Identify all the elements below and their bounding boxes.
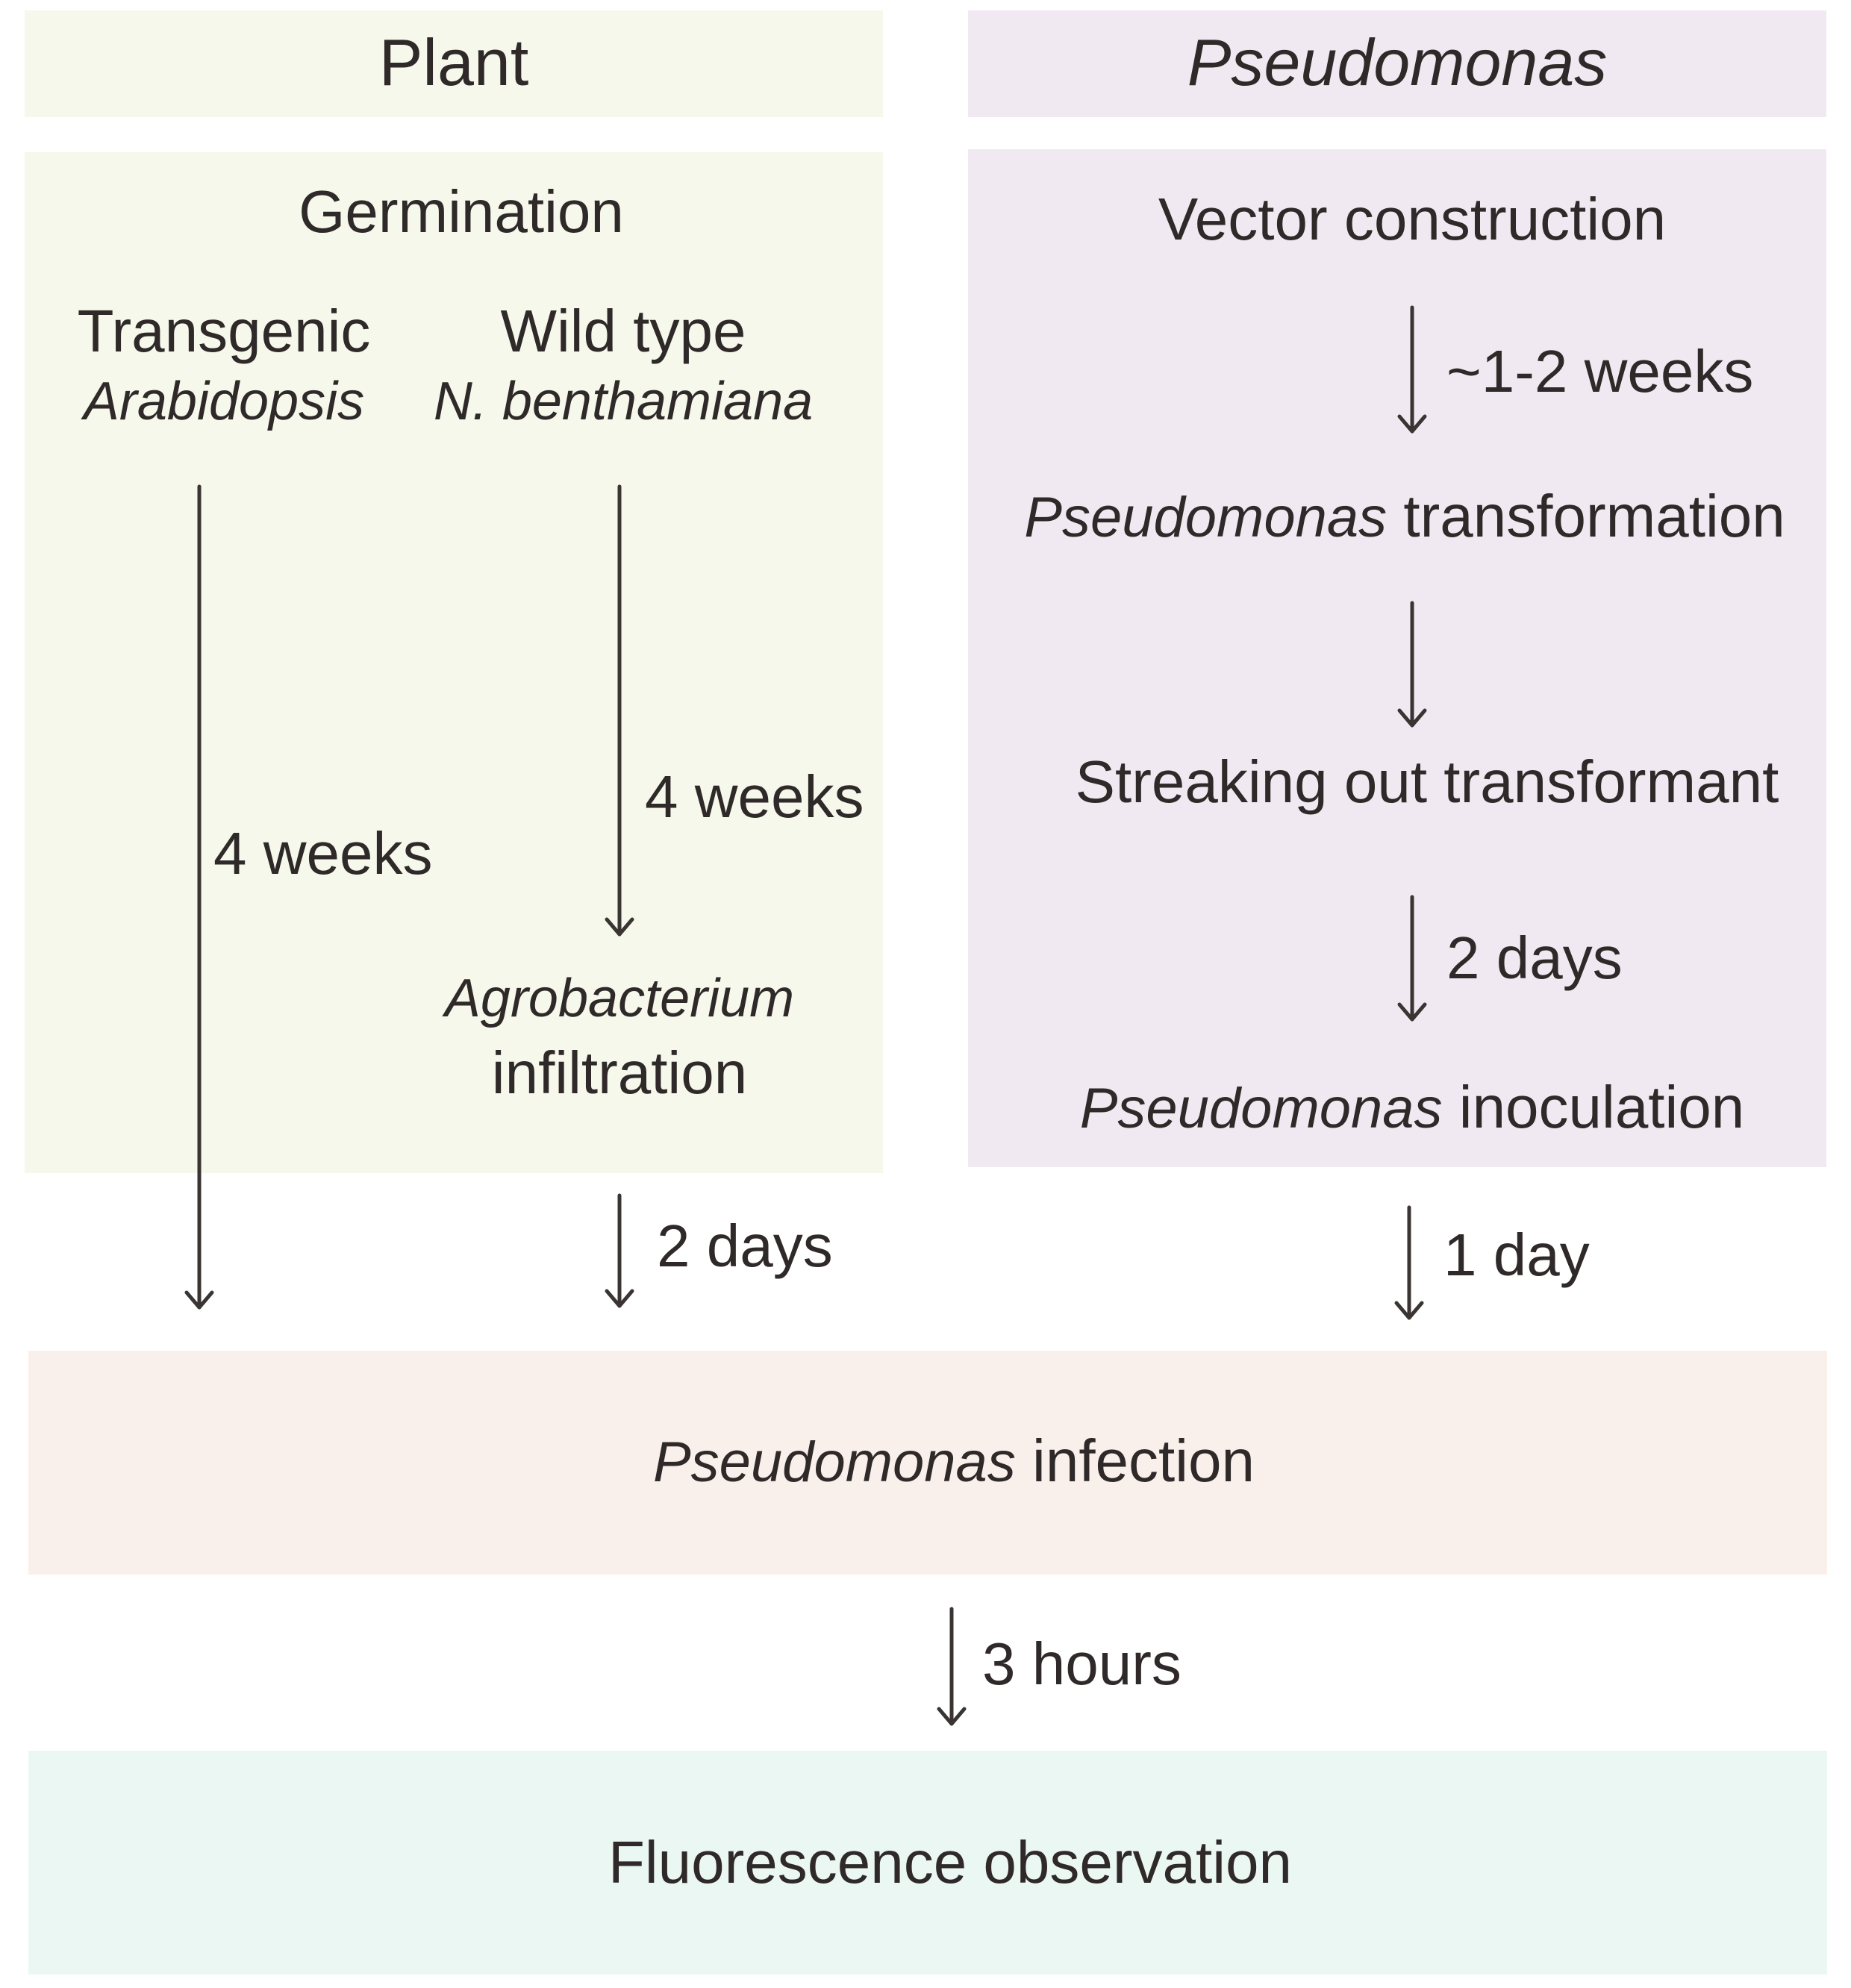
- inoculation-rest: inoculation: [1442, 1074, 1745, 1140]
- transformation-italic: Pseudomonas: [1024, 486, 1388, 549]
- agrobacterium-label: Agrobacterium: [444, 969, 795, 1028]
- infection-panel: [28, 1351, 1827, 1575]
- transformation-rest: transformation: [1387, 483, 1785, 549]
- plant-header: Plant: [378, 25, 529, 99]
- observation-label: Fluorescence observation: [608, 1829, 1293, 1895]
- infiltration-label: infiltration: [491, 1040, 748, 1106]
- vector-construction-label: Vector construction: [1158, 186, 1667, 252]
- transgenic-label: Transgenic: [77, 298, 371, 364]
- germination-label: Germination: [299, 178, 624, 245]
- arabidopsis-duration: 4 weeks: [213, 820, 433, 887]
- arrow-arabidopsis-4-weeks: [184, 484, 214, 1310]
- agro-to-infection-duration: 2 days: [657, 1213, 833, 1279]
- arrow-streak-2-days: [1397, 895, 1427, 1022]
- plant-header-panel: [25, 10, 883, 117]
- inoculation-label: Pseudomonas inoculation: [968, 1078, 1851, 1137]
- pseudomonas-header: Pseudomonas: [1187, 25, 1608, 99]
- arabidopsis-label: Arabidopsis: [83, 372, 365, 431]
- streak-duration: 2 days: [1446, 925, 1623, 991]
- benthamiana-duration: 4 weeks: [645, 763, 864, 830]
- inoculation-to-infection-duration: 1 day: [1443, 1222, 1590, 1288]
- arrow-benthamiana-4-weeks: [605, 484, 634, 937]
- arrow-inoculation-1-day: [1394, 1205, 1424, 1320]
- infection-to-observation-duration: 3 hours: [982, 1631, 1182, 1697]
- pseudomonas-panel: [968, 149, 1826, 1167]
- infection-italic: Pseudomonas: [652, 1431, 1016, 1494]
- arrow-infection-3-hours: [937, 1607, 967, 1726]
- infection-label: Pseudomonas infection: [28, 1431, 1851, 1491]
- arrow-vector-1-2-weeks: [1397, 305, 1427, 434]
- wild-type-label: Wild type: [500, 298, 746, 364]
- arrow-agro-2-days: [605, 1193, 634, 1308]
- vector-duration: ~1-2 weeks: [1446, 338, 1754, 404]
- inoculation-italic: Pseudomonas: [1079, 1077, 1443, 1140]
- arrow-transformation-to-streak: [1397, 601, 1427, 728]
- streaking-label: Streaking out transformant: [1075, 748, 1779, 815]
- transformation-label: Pseudomonas transformation: [968, 487, 1841, 546]
- benthamiana-label: N. benthamiana: [433, 372, 814, 431]
- plant-panel: [25, 152, 883, 1173]
- pseudomonas-header-panel: [968, 10, 1826, 117]
- infection-rest: infection: [1015, 1428, 1255, 1494]
- observation-panel: [28, 1751, 1827, 1975]
